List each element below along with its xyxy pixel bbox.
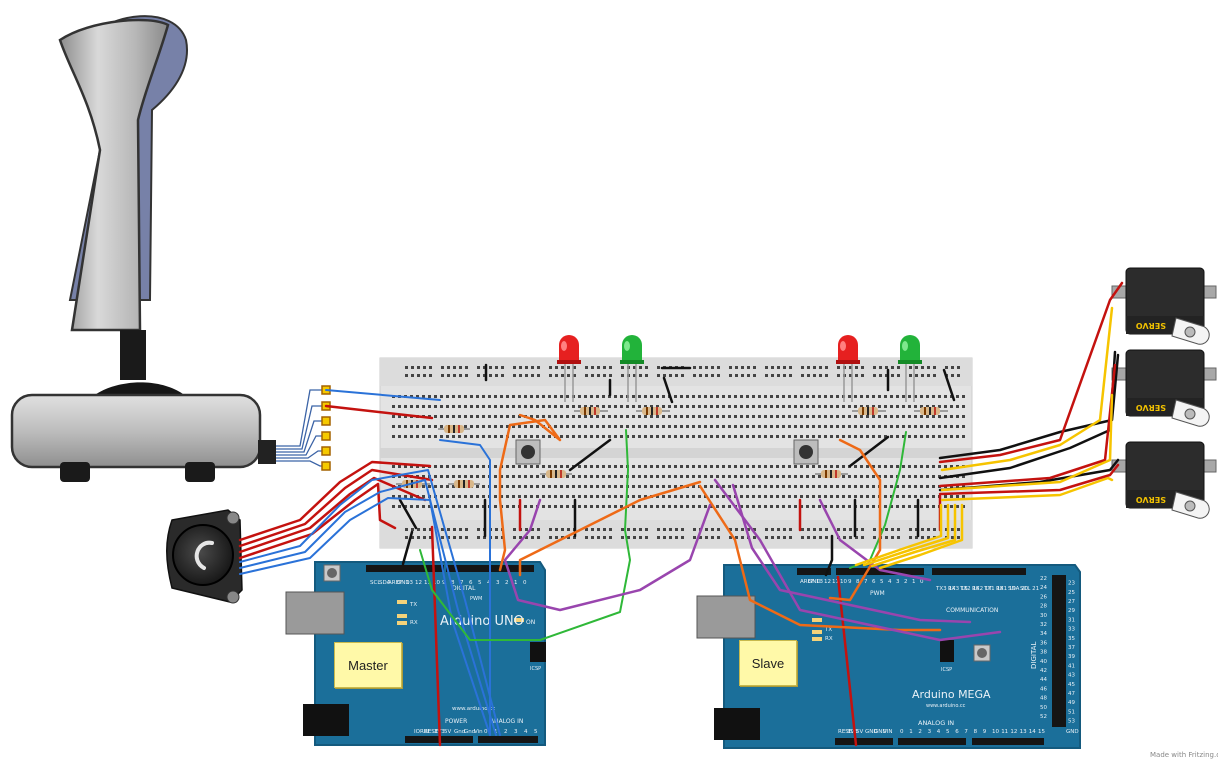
mega-bottom-analog-labels: 0 1 2 3 4 5 6 7 8 9 10 11 12 13 14 15 — [900, 729, 1045, 735]
mega-digital-label: DIGITAL — [1030, 642, 1038, 669]
pushbutton — [515, 439, 541, 465]
thumb-joystick — [166, 509, 243, 604]
uno-pwm-label: PWM — [470, 596, 482, 602]
mega-power-jack — [714, 708, 760, 740]
arduino-uno-board: SCL SDA AREF GND 13 12 11 10 9 8 7 6 5 4… — [285, 561, 546, 746]
led-green — [620, 335, 644, 402]
uno-icsp-header — [530, 642, 546, 662]
mega-gnd-label: GND — [1066, 729, 1079, 735]
slave-note[interactable]: Slave — [739, 640, 797, 686]
resistor — [636, 407, 670, 415]
uno-rx-label: RX — [410, 620, 418, 626]
mega-header-comm — [932, 568, 1026, 575]
joystick-cable-wires — [276, 389, 326, 467]
uno-analog-label: ANALOG IN — [490, 718, 523, 725]
mega-brand: Arduino MEGA — [912, 688, 991, 701]
joystick-base — [10, 393, 262, 469]
resistor — [438, 425, 470, 433]
led-red — [557, 335, 581, 402]
servo-label: SERVO — [1136, 403, 1166, 412]
pushbuttons — [515, 439, 819, 465]
servo: SERVO — [1111, 267, 1217, 345]
mega-analog-header-right — [972, 738, 1044, 745]
resistor — [448, 480, 480, 488]
pushbutton — [793, 439, 819, 465]
mega-side-header — [1052, 575, 1066, 727]
joystick-handle — [58, 18, 170, 332]
mega-usb-port — [696, 595, 756, 639]
wires — [238, 281, 1124, 747]
mega-icsp-header — [940, 640, 954, 662]
leds — [557, 335, 922, 402]
joystick-cable-plug — [258, 440, 276, 464]
master-note[interactable]: Master — [334, 642, 402, 688]
breadboard — [379, 357, 973, 549]
uno-on-label: ON — [526, 619, 535, 626]
joystick-foot-right — [185, 462, 215, 482]
servo: SERVO — [1111, 441, 1217, 519]
mega-comm-label: COMMUNICATION — [946, 607, 998, 614]
mega-power-header — [835, 738, 893, 745]
joystick — [10, 15, 331, 482]
uno-digital-label: DIGITAL — [452, 585, 476, 592]
thumb-stick-knob — [172, 524, 234, 586]
wires-blue — [239, 389, 501, 736]
uno-digital-header-left — [366, 565, 444, 572]
resistor — [914, 407, 948, 415]
credit-text: Made with Fritzing.org — [1150, 751, 1218, 759]
uno-usb-port — [285, 591, 345, 635]
mega-pwm-label: PWM — [870, 590, 885, 597]
led-red — [836, 335, 860, 402]
uno-icsp-label: ICSP — [530, 666, 541, 672]
resistor — [540, 470, 572, 478]
mega-rx-label: RX — [825, 636, 833, 642]
joystick-foot-left — [60, 462, 90, 482]
mega-header-top-labels: AREF GND 13 12 11 10 9 8 7 6 5 4 3 2 1 0… — [800, 579, 1039, 592]
mega-analog-label: ANALOG IN — [918, 719, 954, 727]
mega-smd-leds — [812, 618, 822, 641]
mega-header-pwm — [836, 568, 924, 575]
resistors — [396, 407, 948, 488]
wires-orange — [498, 413, 942, 632]
mega-bottom-left-labels: RESET 3V3 5V GND GND VIN — [838, 729, 893, 735]
uno-analog-header — [478, 736, 538, 743]
resistor — [574, 407, 608, 415]
uno-smd-leds — [397, 600, 524, 625]
wires-yellow — [854, 306, 1114, 570]
mega-tx-label: TX — [824, 627, 832, 633]
mega-analog-header-left — [898, 738, 966, 745]
uno-url: www.arduino.cc — [452, 706, 495, 712]
servo-label: SERVO — [1136, 495, 1166, 504]
resistor — [815, 470, 848, 478]
servo: SERVO — [1111, 349, 1217, 427]
uno-power-label: POWER — [445, 718, 467, 725]
mega-icsp-label: ICSP — [941, 667, 952, 673]
arduino-mega-board: AREF GND 13 12 11 10 9 8 7 6 5 4 3 2 1 0… — [696, 564, 1081, 749]
joystick-shaft — [120, 330, 146, 380]
uno-tx-label: TX — [409, 602, 417, 608]
led-green — [898, 335, 922, 402]
resistor — [852, 407, 886, 415]
servos: SERVO SERVO SERVO — [1111, 267, 1217, 519]
mega-url: www.arduino.cc — [926, 703, 966, 709]
mega-header-aref — [797, 568, 831, 575]
servo-label: SERVO — [1136, 321, 1166, 330]
wires-purple — [503, 478, 1002, 642]
uno-power-jack — [303, 704, 349, 736]
wires-red — [238, 281, 1124, 747]
joystick-connector-pins — [321, 385, 331, 471]
